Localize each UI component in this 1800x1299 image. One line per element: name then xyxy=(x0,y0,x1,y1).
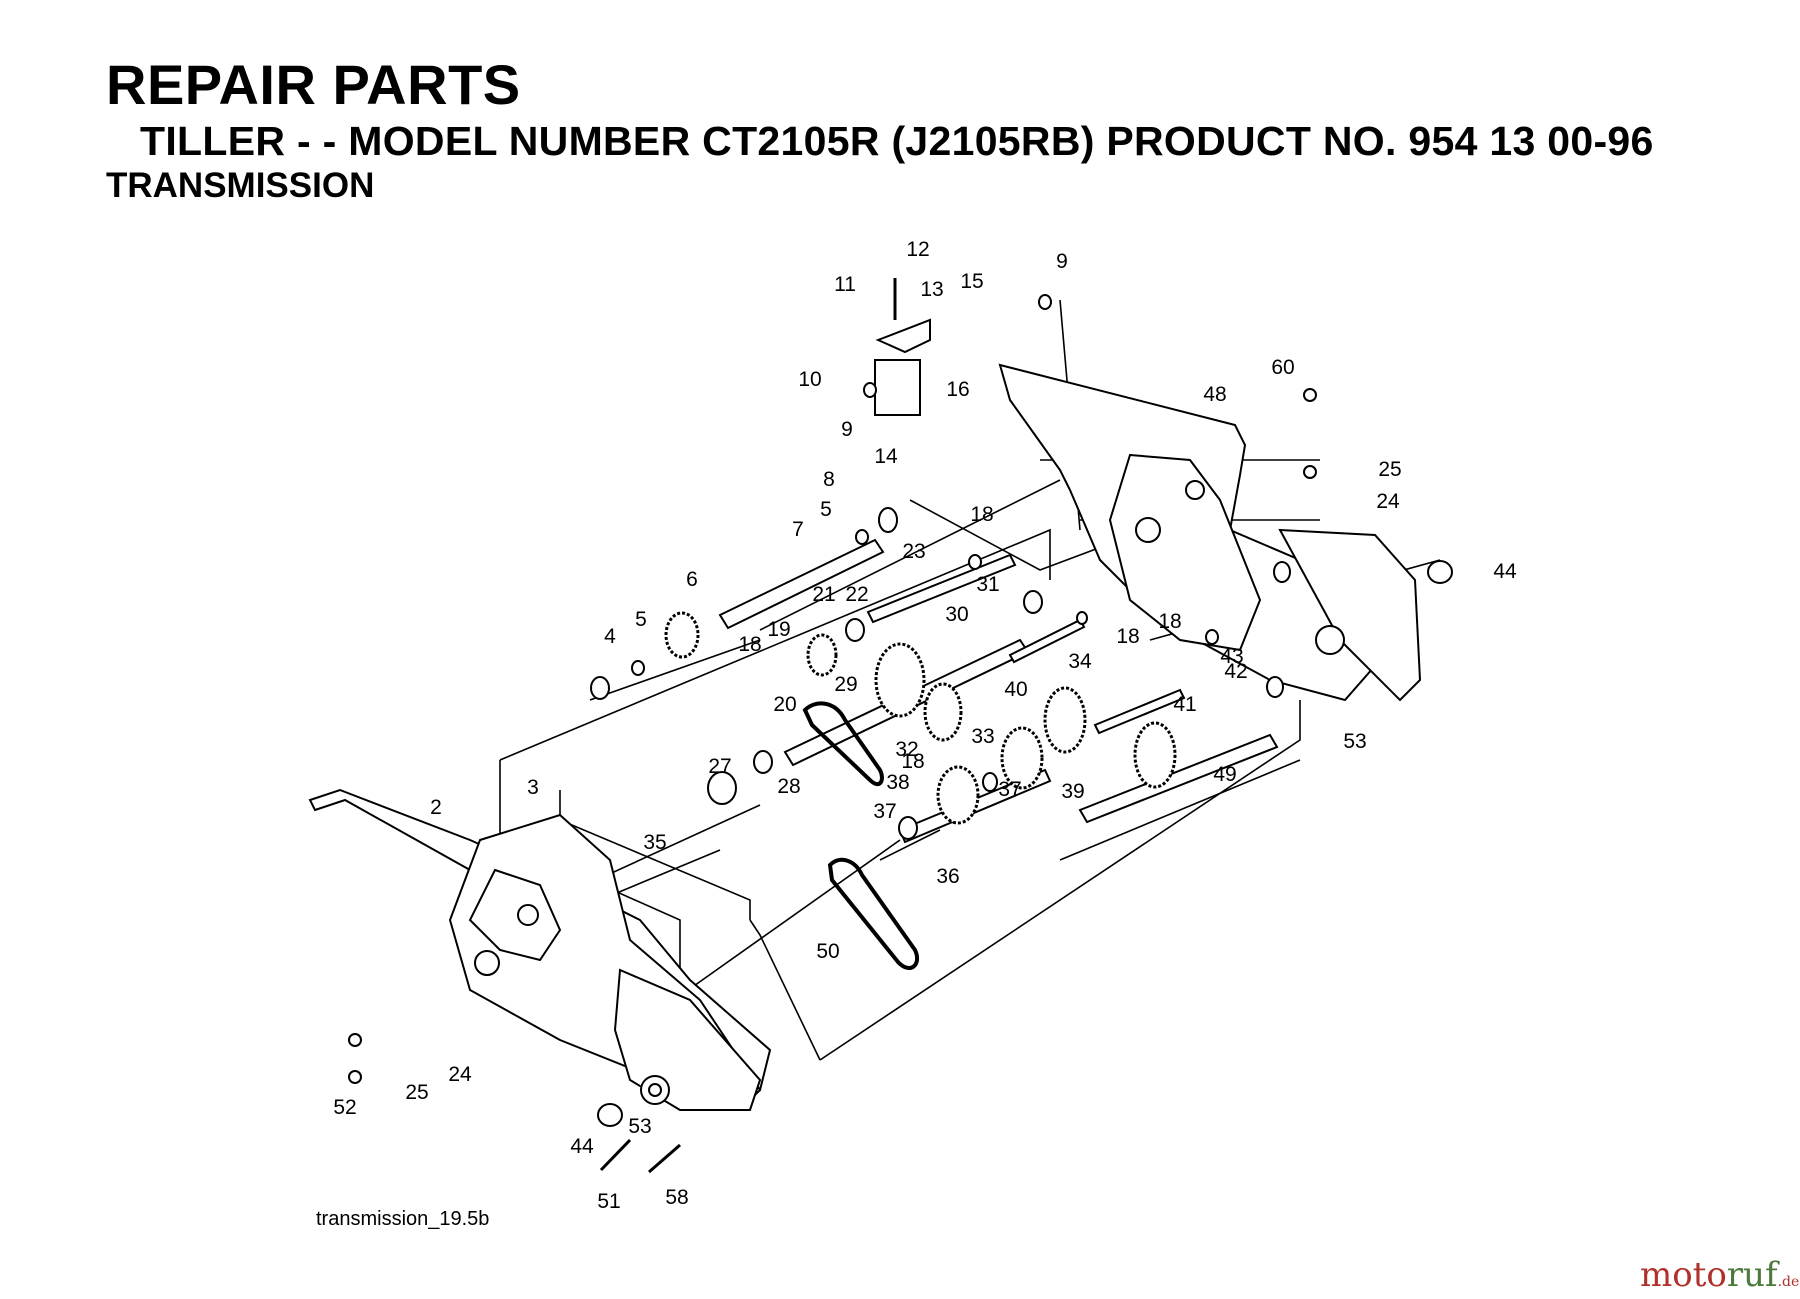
callout-label: 40 xyxy=(1004,678,1028,701)
callout-label: 19 xyxy=(767,618,791,641)
gears-sprockets xyxy=(664,611,1177,825)
callout-label: 18 xyxy=(1116,625,1140,648)
callout-label: 16 xyxy=(946,378,970,401)
callout-label: 9 xyxy=(841,418,853,441)
callout-label: 24 xyxy=(448,1063,472,1086)
callout-label: 12 xyxy=(906,238,930,261)
callout-label: 53 xyxy=(1343,730,1367,753)
callout-label: 7 xyxy=(792,518,804,541)
callout-label: 60 xyxy=(1271,356,1295,379)
callout-label: 37 xyxy=(873,800,897,823)
small-hardware xyxy=(348,278,1453,1174)
callout-label: 9 xyxy=(1056,250,1068,273)
diagram-caption: transmission_19.5b xyxy=(316,1208,490,1230)
callout-label: 48 xyxy=(1203,383,1227,406)
watermark-part2: ruf xyxy=(1726,1255,1778,1295)
callout-label: 18 xyxy=(901,750,925,773)
callout-label: 39 xyxy=(1061,780,1085,803)
callout-label: 25 xyxy=(1378,458,1402,481)
callout-label: 11 xyxy=(834,273,856,296)
callout-label: 2 xyxy=(430,796,442,819)
callout-label: 13 xyxy=(920,278,944,301)
callout-label: 20 xyxy=(773,693,797,716)
callout-label: 33 xyxy=(971,725,995,748)
callout-label: 53 xyxy=(628,1115,652,1138)
callout-label: 30 xyxy=(945,603,969,626)
callout-label: 34 xyxy=(1068,650,1092,673)
callout-label: 15 xyxy=(960,270,984,293)
callout-label: 22 xyxy=(845,583,869,606)
callout-label: 31 xyxy=(976,573,1000,596)
callout-label: 4 xyxy=(604,625,616,648)
callout-label: 3 xyxy=(527,776,539,799)
callout-label: 43 xyxy=(1220,645,1244,668)
callout-label: 6 xyxy=(686,568,698,591)
section-title: TRANSMISSION xyxy=(106,166,375,205)
callout-label: 36 xyxy=(936,865,960,888)
callout-label: 50 xyxy=(816,940,840,963)
callout-label: 18 xyxy=(738,633,762,656)
watermark-part3: .de xyxy=(1777,1274,1800,1290)
callout-label: 44 xyxy=(570,1135,594,1158)
callout-label: 51 xyxy=(597,1190,621,1213)
callout-label: 18 xyxy=(1158,610,1182,633)
callout-label: 25 xyxy=(405,1081,429,1104)
callout-label: 8 xyxy=(823,468,835,491)
callout-label: 41 xyxy=(1173,693,1197,716)
callout-label: 52 xyxy=(333,1096,357,1119)
callout-label: 21 xyxy=(812,583,836,606)
page-title: REPAIR PARTS xyxy=(106,53,521,116)
right-housing-48 xyxy=(998,363,1422,702)
callout-label: 35 xyxy=(643,831,667,854)
callout-label: 23 xyxy=(902,540,926,563)
callout-label: 38 xyxy=(886,771,910,794)
callout-label: 14 xyxy=(874,445,898,468)
callout-label: 18 xyxy=(970,503,994,526)
drive-belts xyxy=(802,701,919,970)
callout-label: 37 xyxy=(998,778,1022,801)
callout-label: 42 xyxy=(1224,660,1248,683)
callout-label: 5 xyxy=(635,608,647,631)
callout-label: 28 xyxy=(777,775,801,798)
callout-label: 5 xyxy=(820,498,832,521)
callout-label: 44 xyxy=(1493,560,1517,583)
watermark-logo: motoruf.de xyxy=(1640,1255,1799,1295)
callout-label: 58 xyxy=(665,1186,689,1209)
callout-label: 24 xyxy=(1376,490,1400,513)
callout-label: 10 xyxy=(798,368,822,391)
model-subtitle: TILLER - - MODEL NUMBER CT2105R (J2105RB… xyxy=(140,118,1654,164)
left-housing-2-3 xyxy=(308,788,772,1112)
callout-label: 32 xyxy=(895,738,919,761)
callout-label: 27 xyxy=(708,755,732,778)
watermark-part1: moto xyxy=(1640,1255,1727,1295)
callout-label: 49 xyxy=(1213,763,1237,786)
callout-label: 29 xyxy=(834,673,858,696)
